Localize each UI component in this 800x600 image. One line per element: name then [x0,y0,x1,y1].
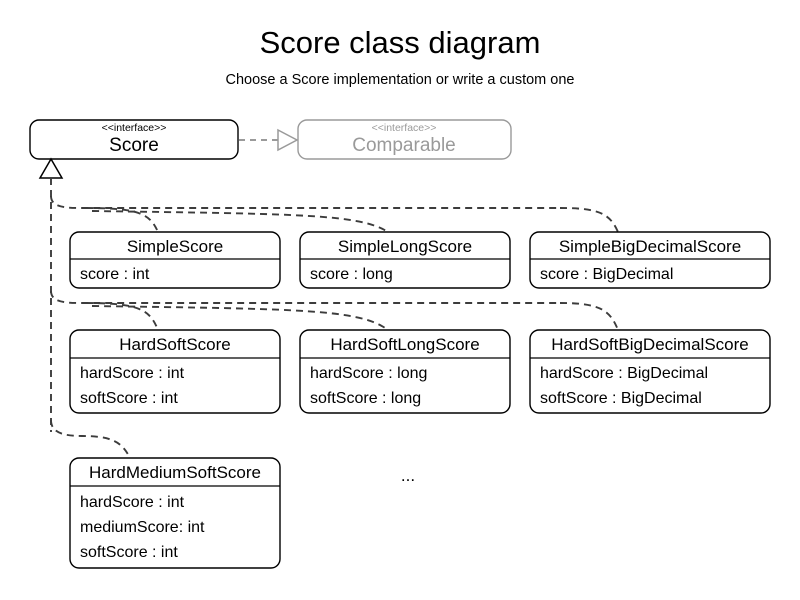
class-simple-long-score-attr-0: score : long [310,266,393,283]
more-classes-ellipsis: ... [401,466,415,485]
interface-comparable-stereotype: <<interface>> [372,122,437,134]
class-hard-soft-long-score-attr-0: hardScore : long [310,365,427,382]
class-box-hard-medium-soft-score[interactable]: HardMediumSoftScore hardScore : int medi… [69,457,281,569]
page-subtitle: Choose a Score implementation or write a… [226,72,575,88]
branch-to-hard-medium-soft-score [50,419,131,459]
interface-score-frame [29,119,239,160]
branch-to-simple-long-score [91,210,389,233]
class-simple-bigdecimal-score-frame [529,231,771,289]
class-hard-soft-long-score-name: HardSoftLongScore [330,335,479,354]
class-box-hard-soft-score[interactable]: HardSoftScore hardScore : int softScore … [69,329,281,414]
inheritance-triangle-icon [38,157,64,179]
interface-score-name: Score [109,135,159,156]
interface-box-comparable[interactable]: <<interface>> Comparable [297,119,512,160]
class-hard-medium-soft-score-attr-0: hardScore : int [80,494,185,511]
interface-box-score[interactable]: <<interface>> Score [29,119,239,160]
branch-to-simple-score [85,207,159,233]
class-hard-medium-soft-score-attr-2: softScore : int [80,544,178,561]
class-hard-medium-soft-score-attr-1: mediumScore: int [80,519,205,536]
class-simple-score-name: SimpleScore [127,237,223,256]
class-hard-soft-long-score-attr-1: softScore : long [310,390,421,407]
interface-comparable-name: Comparable [352,135,456,156]
class-hard-soft-score-attr-0: hardScore : int [80,365,185,382]
class-box-simple-long-score[interactable]: SimpleLongScore score : long [299,231,511,289]
branch-to-hard-soft-long-score [91,305,389,331]
class-box-simple-score[interactable]: SimpleScore score : int [69,231,281,289]
page-title: Score class diagram [260,25,541,60]
class-simple-bigdecimal-score-name: SimpleBigDecimalScore [559,237,741,256]
class-hard-soft-score-attr-1: softScore : int [80,390,178,407]
interface-score-stereotype: <<interface>> [102,122,167,134]
class-hard-soft-long-score-frame [299,329,511,414]
class-hard-soft-bigdecimal-score-attr-1: softScore : BigDecimal [540,390,702,407]
realization-tree-from-score [38,157,619,459]
class-hard-soft-bigdecimal-score-attr-0: hardScore : BigDecimal [540,365,708,382]
class-simple-score-frame [69,231,281,289]
branch-row1-spine [50,195,560,209]
class-simple-long-score-frame [299,231,511,289]
class-simple-long-score-name: SimpleLongScore [338,237,472,256]
branch-to-hard-soft-score [85,302,159,331]
realization-triangle-icon [277,128,299,152]
class-hard-soft-bigdecimal-score-name: HardSoftBigDecimalScore [551,335,748,354]
class-hard-medium-soft-score-name: HardMediumSoftScore [89,463,261,482]
class-box-hard-soft-bigdecimal-score[interactable]: HardSoftBigDecimalScore hardScore : BigD… [529,329,771,414]
realization-score-to-comparable [239,128,299,152]
class-simple-score-attr-0: score : int [80,266,150,283]
class-hard-soft-score-name: HardSoftScore [119,335,231,354]
branch-row2-spine [50,290,560,304]
class-box-simple-bigdecimal-score[interactable]: SimpleBigDecimalScore score : BigDecimal [529,231,771,289]
interface-comparable-frame [297,119,512,160]
branch-to-simple-bigdecimal-score [559,207,619,233]
branch-to-hard-soft-bigdecimal-score [559,302,619,331]
class-hard-soft-bigdecimal-score-frame [529,329,771,414]
class-hard-soft-score-frame [69,329,281,414]
class-simple-bigdecimal-score-attr-0: score : BigDecimal [540,266,673,283]
class-box-hard-soft-long-score[interactable]: HardSoftLongScore hardScore : long softS… [299,329,511,414]
